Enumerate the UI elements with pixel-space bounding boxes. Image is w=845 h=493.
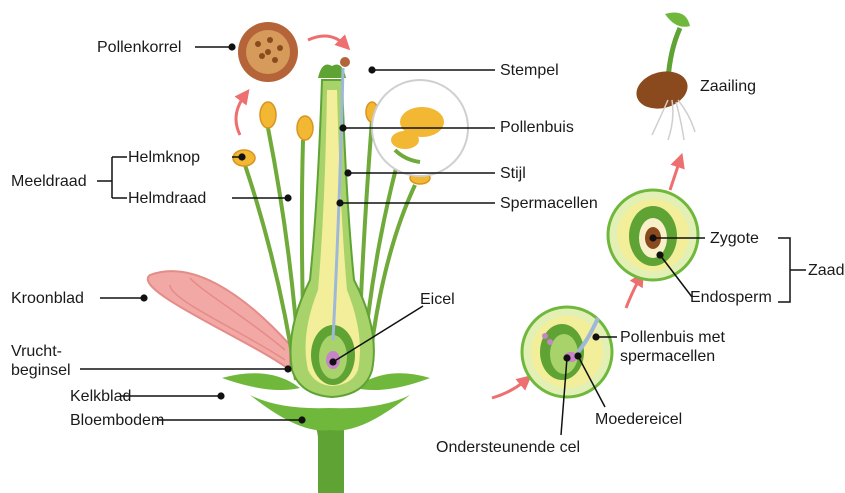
label-vruchtbeginsel: Vrucht- beginsel — [11, 342, 71, 380]
label-kroonblad: Kroonblad — [11, 289, 84, 308]
label-moedereicel: Moedereicel — [595, 410, 682, 429]
seedling — [632, 13, 695, 141]
flower-illustration — [148, 57, 468, 493]
label-spermacellen: Spermacellen — [500, 194, 598, 213]
label-eicel: Eicel — [420, 290, 455, 309]
label-helmknop: Helmknop — [128, 148, 200, 167]
label-endosperm: Endosperm — [690, 288, 772, 307]
label-bloembodem: Bloembodem — [70, 411, 164, 430]
label-kelkblad: Kelkblad — [70, 387, 131, 406]
label-zygote: Zygote — [710, 229, 759, 248]
label-zaailing: Zaailing — [700, 77, 756, 96]
label-stijl: Stijl — [500, 164, 526, 183]
label-pollenbuis: Pollenbuis — [500, 118, 574, 137]
receptacle-shape — [250, 395, 410, 431]
label-meeldraad: Meeldraad — [11, 172, 87, 191]
petal — [148, 271, 290, 370]
pollen-grain — [238, 22, 298, 82]
label-ondersteunende-cel: Ondersteunende cel — [436, 438, 580, 457]
sepal-left — [222, 373, 300, 390]
label-zaad: Zaad — [808, 261, 844, 280]
ovule-detail — [522, 307, 612, 397]
label-pollenbuis-met-spermacellen: Pollenbuis met spermacellen — [620, 328, 725, 366]
label-pollenkorrel: Pollenkorrel — [97, 38, 181, 57]
label-stempel: Stempel — [500, 61, 559, 80]
label-helmdraad: Helmdraad — [128, 189, 206, 208]
seed-detail — [608, 190, 698, 280]
